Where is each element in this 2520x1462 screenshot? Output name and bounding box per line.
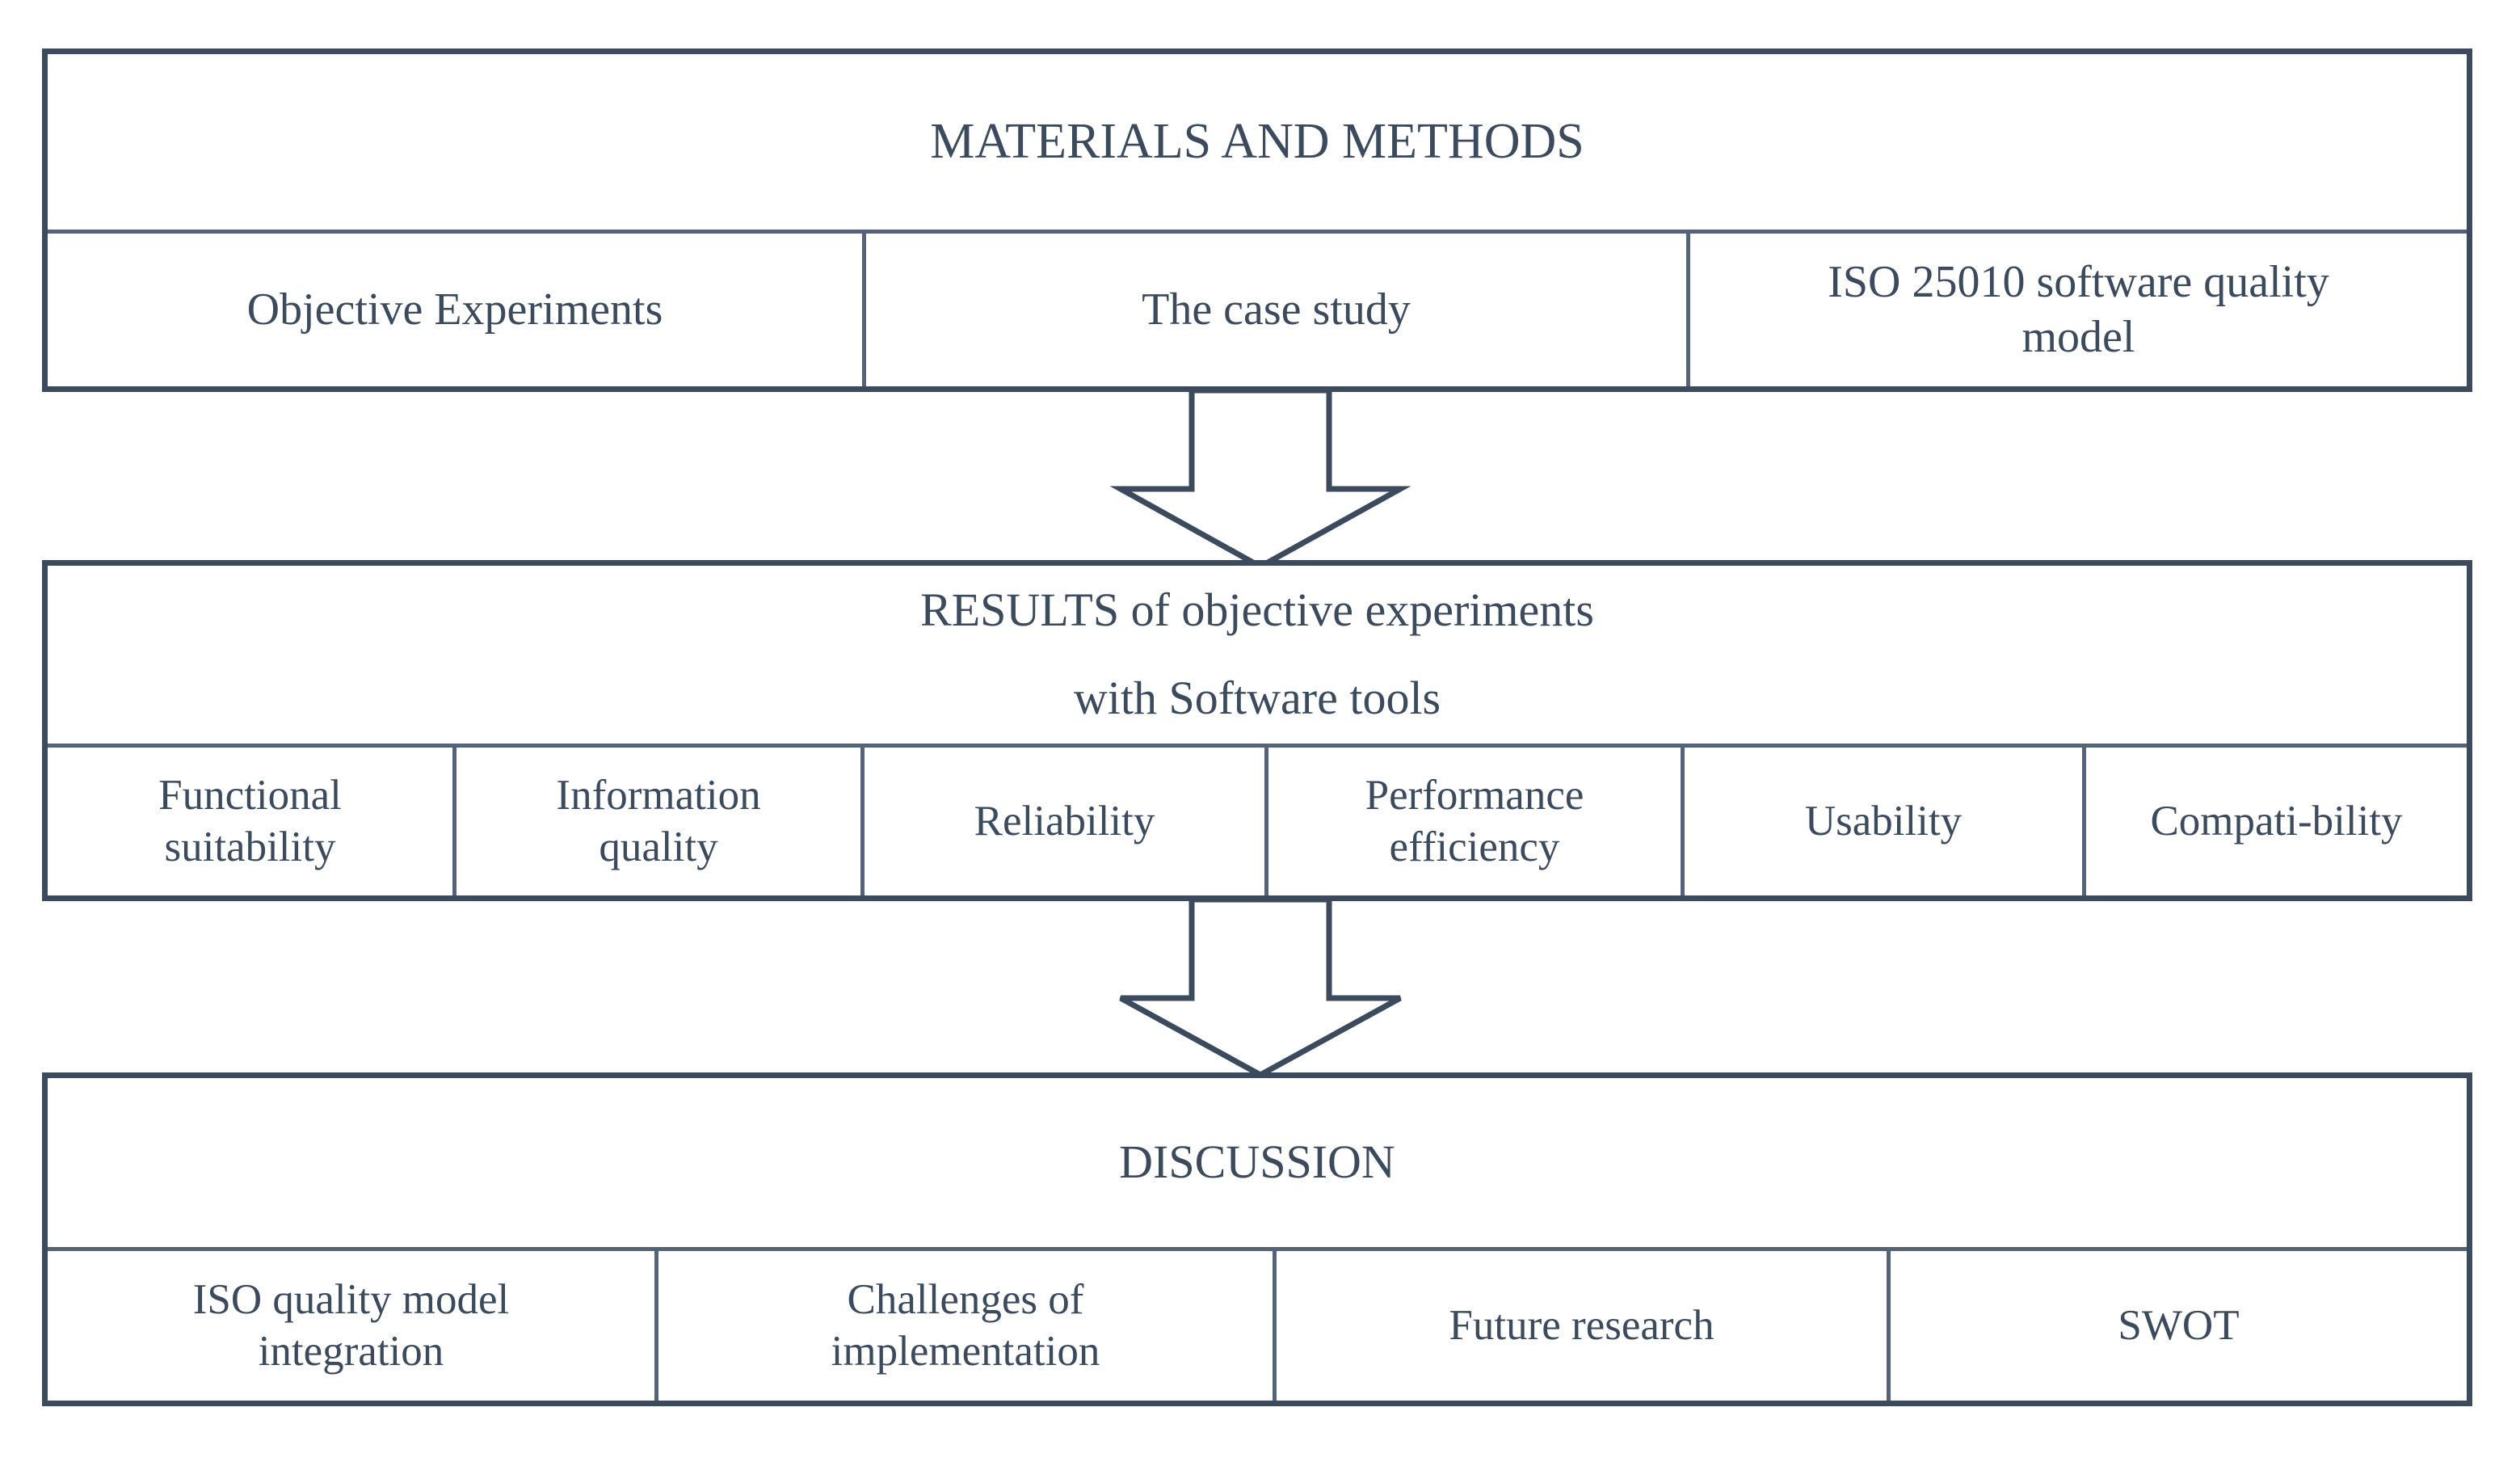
cell-information-quality-line-1: Information [556,771,761,819]
cell-functional-suitability[interactable]: Functional suitability [48,748,456,895]
cell-challenges-of-implementation-line-2: implementation [831,1327,1100,1375]
block-results: RESULTS of objective experiments with So… [42,560,2472,901]
cell-the-case-study[interactable]: The case study [866,234,1690,386]
cell-future-research-label: Future research [1449,1301,1714,1349]
block-results-title-line-1: RESULTS of objective experiments [920,584,1594,637]
cell-iso-25010-model[interactable]: ISO 25010 software quality model [1690,234,2467,386]
cell-functional-suitability-line-1: Functional [158,771,342,819]
arrow-materials-to-results [1099,390,1422,570]
block-results-title: RESULTS of objective experiments with So… [48,566,2467,748]
block-materials-and-methods: MATERIALS AND METHODS Objective Experime… [42,48,2472,392]
cell-reliability[interactable]: Reliability [865,748,1268,895]
cell-iso-25010-model-line-1: ISO 25010 software quality [1828,257,2329,308]
block-results-cell-row: Functional suitability Information quali… [48,748,2467,895]
cell-performance-efficiency[interactable]: Performance efficiency [1268,748,1685,895]
cell-compatibility[interactable]: Compati-bility [2086,748,2467,895]
cell-performance-efficiency-line-2: efficiency [1389,823,1560,870]
cell-reliability-label: Reliability [974,797,1155,845]
block-discussion-title-line-1: DISCUSSION [1119,1135,1395,1189]
cell-usability-label: Usability [1804,797,1963,845]
cell-swot[interactable]: SWOT [1891,1251,2467,1401]
block-materials-title-line-1: MATERIALS AND METHODS [930,113,1584,169]
cell-challenges-of-implementation-line-1: Challenges of [847,1275,1084,1323]
cell-challenges-of-implementation[interactable]: Challenges of implementation [658,1251,1277,1401]
cell-iso-25010-model-line-2: model [2021,311,2135,362]
cell-challenges-of-implementation-label: Challenges of implementation [831,1275,1100,1377]
block-discussion-title: DISCUSSION [48,1078,2467,1251]
cell-future-research[interactable]: Future research [1277,1251,1891,1401]
block-results-title-line-2: with Software tools [1073,672,1441,724]
cell-iso-quality-model-integration-label: ISO quality model integration [193,1275,510,1377]
cell-information-quality[interactable]: Information quality [456,748,865,895]
cell-iso-quality-model-integration[interactable]: ISO quality model integration [48,1251,658,1401]
cell-performance-efficiency-line-1: Performance [1365,771,1584,819]
cell-swot-label: SWOT [2118,1301,2240,1349]
arrow-results-to-discussion [1099,900,1422,1078]
block-materials-cell-row: Objective Experiments The case study ISO… [48,234,2467,386]
cell-iso-quality-model-integration-line-1: ISO quality model [192,1275,510,1323]
cell-iso-quality-model-integration-line-2: integration [258,1327,444,1375]
cell-functional-suitability-label: Functional suitability [158,770,342,873]
cell-usability[interactable]: Usability [1685,748,2086,895]
block-discussion-cell-row: ISO quality model integration Challenges… [48,1251,2467,1401]
block-discussion: DISCUSSION ISO quality model integration… [42,1072,2472,1406]
cell-information-quality-line-2: quality [599,823,718,870]
cell-iso-25010-model-label: ISO 25010 software quality model [1828,255,2329,364]
cell-information-quality-label: Information quality [556,770,760,873]
cell-functional-suitability-line-2: suitability [164,823,336,870]
cell-objective-experiments-label: Objective Experiments [246,284,663,335]
block-materials-title: MATERIALS AND METHODS [48,54,2467,234]
cell-compatibility-label: Compati-bility [2150,797,2403,845]
cell-performance-efficiency-label: Performance efficiency [1365,770,1584,873]
cell-the-case-study-label: The case study [1142,284,1411,335]
cell-objective-experiments[interactable]: Objective Experiments [48,234,866,386]
